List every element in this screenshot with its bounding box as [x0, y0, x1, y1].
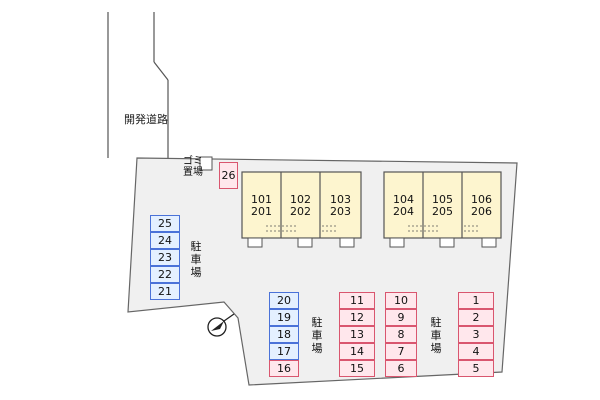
- parking-space: 4: [458, 343, 494, 360]
- unit-upper: 105: [432, 193, 453, 206]
- parking-space: 26: [219, 162, 238, 189]
- parking-space: 12: [339, 309, 375, 326]
- unit-upper: 104: [393, 193, 414, 206]
- unit-lower: 201: [251, 205, 272, 218]
- parking-space: 23: [150, 249, 180, 266]
- parking-space: 18: [269, 326, 299, 343]
- parking-space: 24: [150, 232, 180, 249]
- parking-space: 10: [385, 292, 417, 309]
- unit-label-106-206: 106 206: [462, 194, 501, 218]
- building-a: [241, 171, 362, 248]
- unit-label-103-203: 103 203: [320, 194, 361, 218]
- unit-label-105-205: 105 205: [423, 194, 462, 218]
- unit-lower: 203: [330, 205, 351, 218]
- unit-label-104-204: 104 204: [384, 194, 423, 218]
- parking-space: 8: [385, 326, 417, 343]
- unit-lower: 206: [471, 205, 492, 218]
- parking-space: 19: [269, 309, 299, 326]
- parking-space: 14: [339, 343, 375, 360]
- unit-upper: 103: [330, 193, 351, 206]
- parking-space: 15: [339, 360, 375, 377]
- road-label: 開発道路: [124, 113, 168, 126]
- parking-space: 9: [385, 309, 417, 326]
- parking-space: 13: [339, 326, 375, 343]
- parking-space: 1: [458, 292, 494, 309]
- parking-space: 3: [458, 326, 494, 343]
- parking-space: 11: [339, 292, 375, 309]
- parking-space: 6: [385, 360, 417, 377]
- parking-label: 駐車場: [430, 316, 442, 355]
- parking-label: 駐車場: [311, 316, 323, 355]
- unit-label-102-202: 102 202: [281, 194, 320, 218]
- road-edge-right-bend: [153, 61, 169, 81]
- trash-area-box: [199, 156, 213, 171]
- building-b: [383, 171, 502, 248]
- parking-space: 25: [150, 215, 180, 232]
- parking-space: 21: [150, 283, 180, 300]
- unit-label-101-201: 101 201: [242, 194, 281, 218]
- unit-lower: 204: [393, 205, 414, 218]
- unit-upper: 102: [290, 193, 311, 206]
- parking-space: 2: [458, 309, 494, 326]
- parking-space: 7: [385, 343, 417, 360]
- parking-space: 20: [269, 292, 299, 309]
- north-arrow-icon: [207, 313, 235, 337]
- unit-upper: 101: [251, 193, 272, 206]
- parking-space: 16: [269, 360, 299, 377]
- trash-area-label: ゴミ置場: [183, 156, 203, 178]
- parking-space: 22: [150, 266, 180, 283]
- parking-space: 5: [458, 360, 494, 377]
- parking-space: 17: [269, 343, 299, 360]
- unit-lower: 205: [432, 205, 453, 218]
- unit-lower: 202: [290, 205, 311, 218]
- unit-upper: 106: [471, 193, 492, 206]
- parking-label: 駐車場: [190, 240, 202, 279]
